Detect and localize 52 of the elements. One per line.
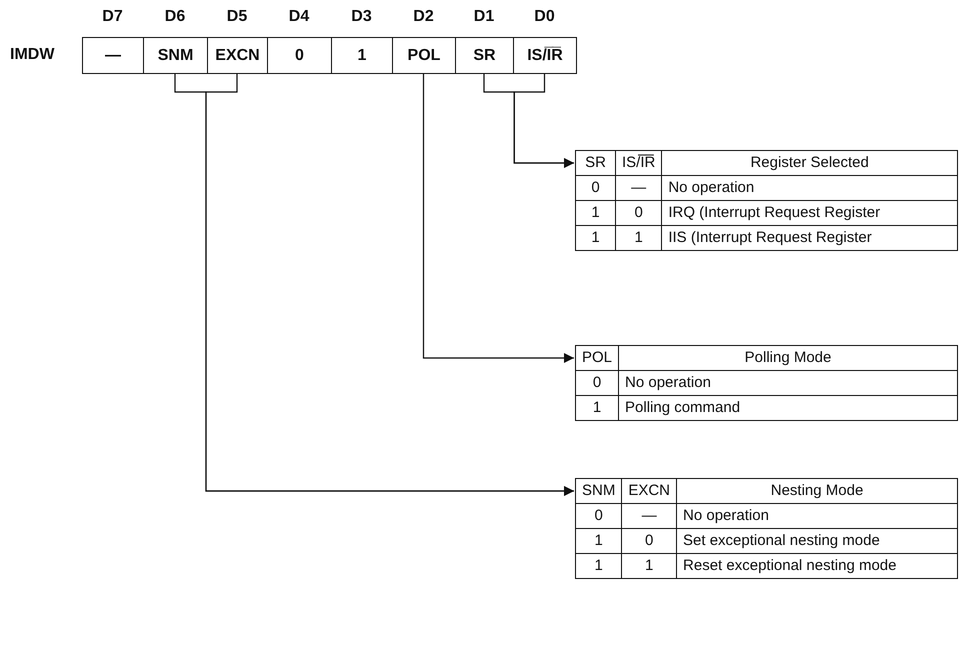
bit-value: 0 — [576, 504, 622, 528]
mode-description: No operation — [618, 370, 958, 396]
bit-value: 0 — [622, 528, 677, 554]
bit-field: IS/I̅R̅ — [513, 37, 577, 74]
register-name: IMDW — [10, 46, 54, 64]
bit-value: 1 — [576, 396, 619, 420]
mode-description: No operation — [662, 176, 958, 200]
bit-number: D1 — [472, 8, 496, 26]
bit-value: 0 — [616, 200, 662, 226]
column-header: SR — [576, 150, 616, 176]
bit-value: 1 — [576, 554, 622, 578]
bit-number: D0 — [533, 8, 556, 26]
bit-field: SR — [455, 37, 514, 74]
lookup-table — [575, 478, 958, 579]
column-header: Polling Mode — [618, 346, 958, 370]
column-header: Nesting Mode — [676, 478, 958, 504]
mode-description: Set exceptional nesting mode — [676, 528, 958, 554]
bit-value: 0 — [576, 176, 616, 200]
bit-value: 1 — [616, 226, 662, 250]
bit-number: D4 — [288, 8, 310, 26]
bit-number: D6 — [164, 8, 186, 26]
column-header: EXCN — [622, 478, 677, 504]
column-header: IS/I̅R̅ — [616, 150, 662, 176]
bit-field: 1 — [331, 37, 393, 74]
bit-field: — — [82, 37, 144, 74]
bit-field: POL — [392, 37, 456, 74]
lookup-table — [575, 150, 958, 251]
bit-value: 1 — [576, 200, 616, 226]
bit-number: D7 — [101, 8, 124, 26]
bit-number: D3 — [350, 8, 373, 26]
bit-number: D2 — [412, 8, 435, 26]
lookup-table — [575, 345, 958, 421]
mode-description: IIS (Interrupt Request Register — [662, 226, 958, 250]
bit-field: EXCN — [207, 37, 268, 74]
bit-value: 1 — [622, 554, 677, 578]
bit-value: 1 — [576, 528, 622, 554]
bit-field: 0 — [267, 37, 332, 74]
mode-description: Reset exceptional nesting mode — [676, 554, 958, 578]
mode-description: Polling command — [618, 396, 958, 420]
mode-description: IRQ (Interrupt Request Register — [662, 200, 958, 226]
column-header: Register Selected — [662, 150, 958, 176]
mode-description: No operation — [676, 504, 958, 528]
column-header: SNM — [576, 478, 622, 504]
bit-value: 0 — [576, 370, 619, 396]
bit-value: — — [622, 504, 677, 528]
arrow — [514, 74, 574, 168]
arrow — [422, 74, 574, 363]
bit-field: SNM — [143, 37, 208, 74]
column-header: POL — [576, 346, 619, 370]
bit-value: — — [616, 176, 662, 200]
bit-number: D5 — [226, 8, 248, 26]
bit-value: 1 — [576, 226, 616, 250]
